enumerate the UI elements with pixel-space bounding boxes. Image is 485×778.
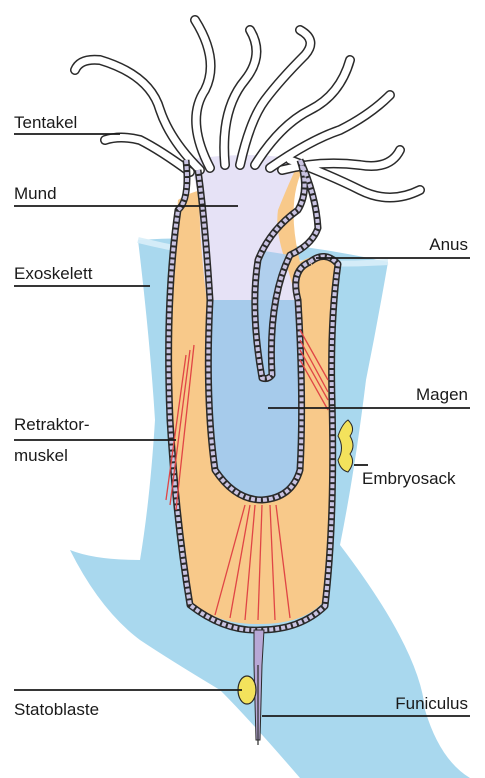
- label-anus: Anus: [429, 235, 468, 254]
- label-exoskelett: Exoskelett: [14, 264, 93, 283]
- label-embryosack: Embryosack: [362, 469, 456, 488]
- label-retraktor-line2: muskel: [14, 446, 68, 465]
- label-mund: Mund: [14, 184, 57, 203]
- label-tentakel: Tentakel: [14, 113, 77, 132]
- label-funiculus: Funiculus: [395, 694, 468, 713]
- label-magen: Magen: [416, 385, 468, 404]
- tentacle-fill: [75, 60, 200, 170]
- label-retraktor-line1: Retraktor-: [14, 415, 90, 434]
- label-statoblaste: Statoblaste: [14, 700, 99, 719]
